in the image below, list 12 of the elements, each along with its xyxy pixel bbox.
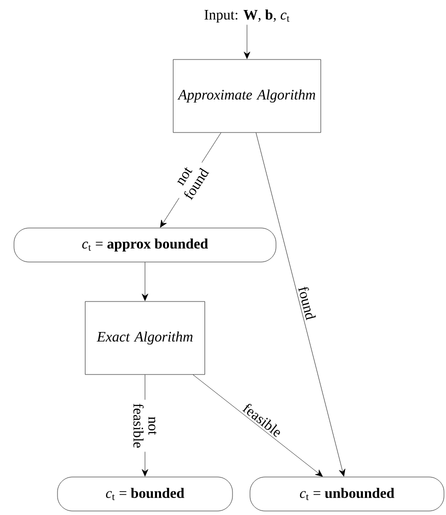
process-box: Approximate Algorithm (172, 59, 321, 133)
process-box: Exact Algorithm (84, 301, 206, 375)
edge-label: not feasible (132, 400, 158, 452)
arrow (142, 262, 148, 301)
result-box: c$_{t}$ = unbounded (250, 476, 444, 512)
result-box: c$_{t}$ = approx bounded (14, 228, 276, 262)
input-label: Input: W, b, c$_{t}$ (204, 9, 290, 23)
arrow (244, 24, 250, 60)
arrow (192, 374, 323, 477)
arrow (256, 132, 346, 477)
result-box: c$_{t}$ = bounded (57, 476, 233, 512)
edge-label: found (298, 286, 316, 320)
